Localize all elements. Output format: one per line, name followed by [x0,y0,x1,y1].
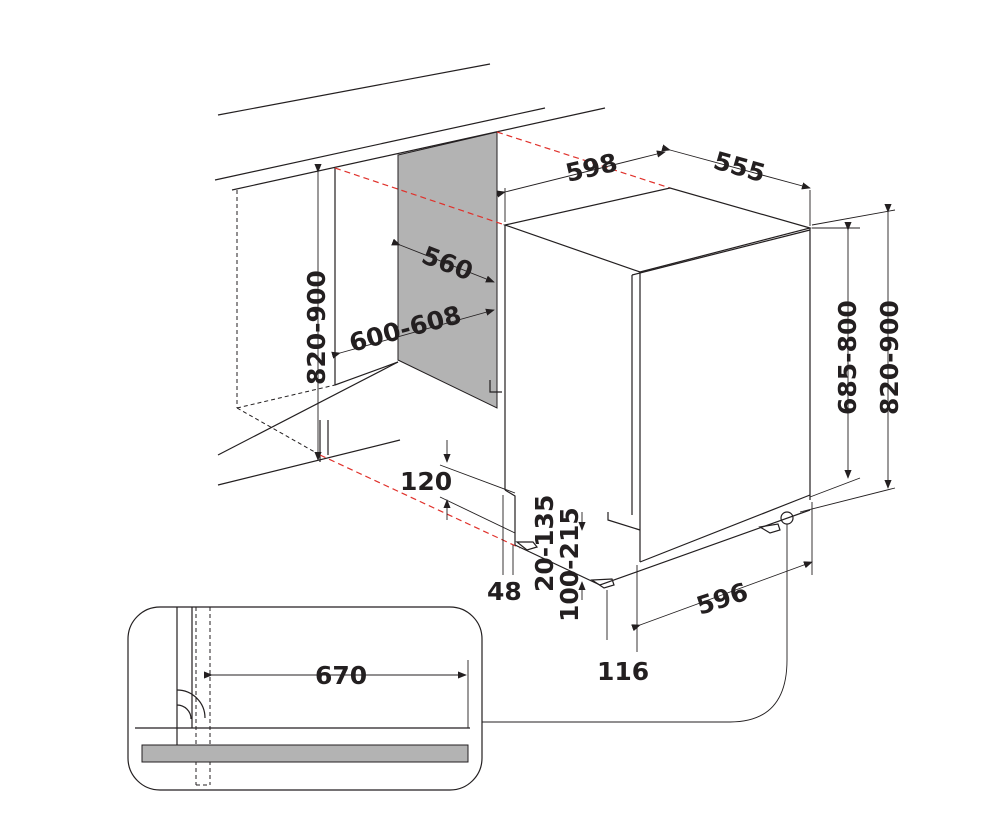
front-foot [590,578,615,589]
label-front-foot-adjust: 100-215 [555,507,584,622]
label-niche-height: 820-900 [302,270,331,385]
label-depth-555: 555 [710,146,768,188]
side-foot [758,523,781,534]
detail-connector [482,524,788,723]
label-rear-foot-adjust: 20-135 [530,495,559,592]
niche [217,131,502,486]
label-plinth-120: 120 [400,467,452,496]
countertop-section [141,744,469,763]
rear-foot [515,541,539,551]
label-door-width-596: 596 [693,577,752,621]
label-total-height: 820-900 [875,300,904,415]
dishwasher [502,187,813,589]
label-width-598: 598 [563,148,620,188]
detail-inset [127,606,483,791]
dimension-lines [314,144,896,652]
label-rear-offset-48: 48 [487,577,522,606]
countertop [214,63,606,191]
label-appliance-height: 685-800 [833,300,862,415]
label-front-offset-116: 116 [597,657,649,686]
label-door-clearance-670: 670 [315,661,367,690]
